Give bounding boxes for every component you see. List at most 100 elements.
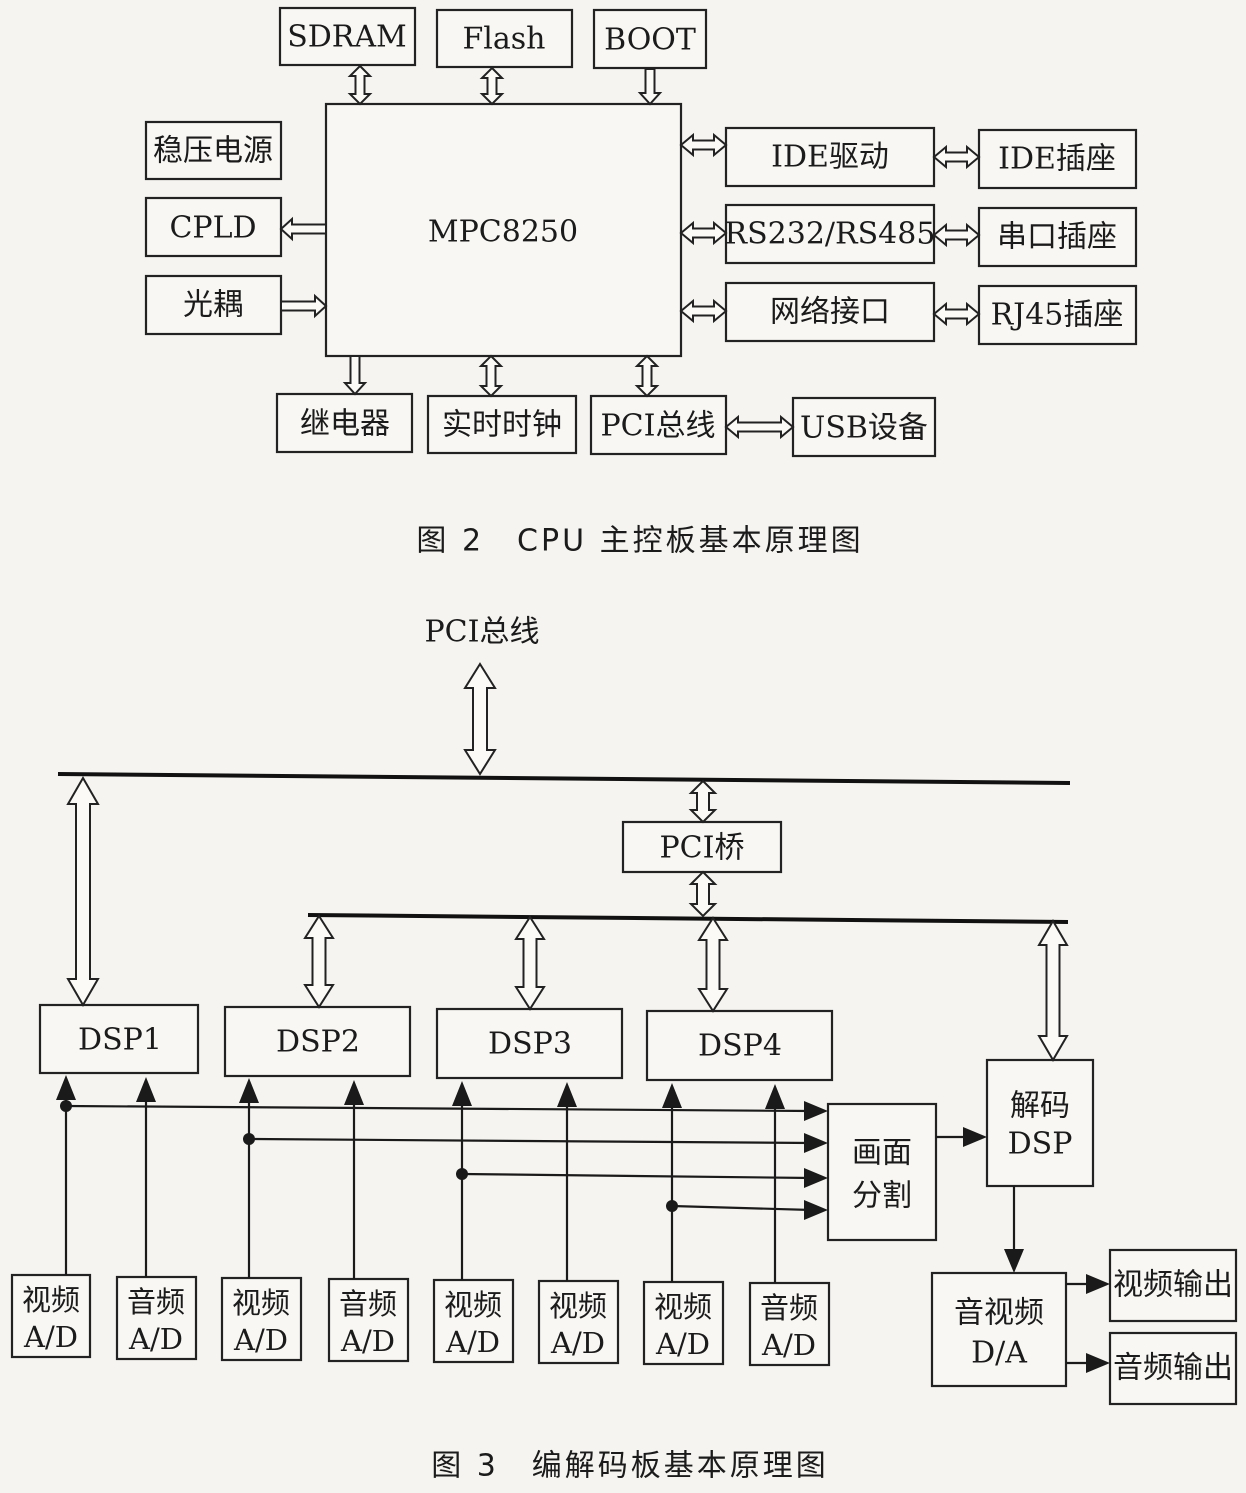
arrow-opto-cpu: [280, 293, 328, 319]
audio-output-box: [1108, 1331, 1238, 1406]
dsp1-box: [38, 1003, 200, 1075]
figure-3-bus-arrows: [66, 662, 1069, 1062]
arrow-bus-dsp2: [303, 914, 335, 1009]
figure-2-caption: 图 2 CPU 主控板基本原理图: [416, 524, 863, 559]
rtc-label: 实时时钟: [442, 408, 562, 443]
dsp4-box: [645, 1009, 834, 1082]
junction-dots: [60, 1100, 678, 1212]
figure-3: PCI总线 PCI桥 DSP1 DSP2 DSP3 DSP4 画面 分割 解码 …: [10, 615, 1238, 1484]
adc-box-5: [432, 1278, 515, 1364]
da-label-2: D/A: [971, 1336, 1027, 1371]
split-label-2: 分割: [852, 1179, 912, 1214]
cpu-label: MPC8250: [428, 215, 578, 250]
dsp3-box: [435, 1007, 624, 1080]
relay-label: 继电器: [300, 407, 390, 442]
arrow-bus-bridge: [688, 779, 718, 824]
pci-bridge-label: PCI桥: [660, 831, 745, 866]
figure-2-arrows: [279, 64, 981, 440]
pci-bus-title: PCI总线: [425, 615, 540, 650]
dsp3-label: DSP3: [488, 1027, 572, 1062]
adc-box-8: [748, 1281, 831, 1367]
split-box: [826, 1102, 938, 1242]
rj45-socket-label: RJ45插座: [991, 298, 1124, 333]
sdram-label: SDRAM: [287, 20, 407, 55]
ide-driver-label: IDE驱动: [771, 140, 889, 175]
cpld-label: CPLD: [169, 211, 256, 246]
figure-3-caption: 图 3 编解码板基本原理图: [431, 1449, 829, 1484]
adc-label-2b: A/D: [128, 1322, 183, 1356]
arrow-heads: [56, 1075, 1110, 1373]
arrow-serial-socket: [932, 222, 981, 248]
arrow-cpu-network: [679, 298, 728, 324]
dsp2-box: [223, 1005, 412, 1078]
cpld-box: [144, 196, 283, 258]
adc-label-7a: 视频: [654, 1290, 712, 1324]
adc-label-3b: A/D: [233, 1323, 288, 1357]
rtc-box: [426, 394, 578, 455]
adc-label-7b: A/D: [655, 1327, 710, 1361]
pci-bus-local: [307, 913, 1069, 924]
boot-label: BOOT: [604, 23, 696, 58]
arrow-ide-socket: [932, 144, 981, 170]
adc-box-3: [220, 1276, 303, 1362]
signal-wires: [64, 1095, 1092, 1365]
adc-box-7: [642, 1280, 725, 1366]
adc-label-1b: A/D: [23, 1320, 78, 1354]
adc-label-5b: A/D: [445, 1325, 500, 1359]
pci-bus-box: [589, 394, 728, 456]
power-box: [144, 120, 283, 181]
arrow-cpu-serial: [679, 220, 728, 246]
adc-box-2: [115, 1275, 198, 1361]
flash-label: Flash: [462, 22, 545, 57]
power-label: 稳压电源: [153, 134, 273, 169]
adc-label-4b: A/D: [340, 1324, 395, 1358]
serial-box: [724, 203, 936, 265]
ide-socket-box: [977, 128, 1138, 190]
dsp1-label: DSP1: [78, 1023, 162, 1058]
serial-socket-box: [977, 206, 1138, 268]
arrow-bus-dsp1: [66, 775, 100, 1008]
decoder-box: [985, 1058, 1095, 1188]
dsp2-label: DSP2: [276, 1025, 360, 1060]
optocoupler-label: 光耦: [183, 288, 243, 323]
da-box: [930, 1271, 1068, 1388]
ide-driver-box: [724, 126, 936, 188]
arrow-boot-cpu: [637, 68, 663, 106]
arrow-cpu-rtc: [478, 354, 504, 398]
boot-box: [592, 8, 708, 70]
adc-label-8a: 音频: [760, 1291, 818, 1325]
arrow-cpu-cpld: [279, 216, 327, 242]
usb-label: USB设备: [800, 411, 928, 446]
adc-label-5a: 视频: [444, 1288, 502, 1322]
split-label-1: 画面: [852, 1136, 912, 1171]
video-output-label: 视频输出: [1113, 1268, 1233, 1303]
relay-box: [275, 392, 414, 454]
ide-socket-label: IDE插座: [998, 142, 1116, 177]
cpu-box: [324, 102, 683, 358]
adc-label-2a: 音频: [127, 1285, 185, 1319]
arrow-flash-cpu: [479, 66, 505, 106]
arrow-cpu-relay: [342, 355, 368, 396]
network-label: 网络接口: [770, 295, 890, 330]
adc-label-4a: 音频: [339, 1287, 397, 1321]
arrow-bridge-localbus: [688, 870, 718, 918]
adc-label-3a: 视频: [232, 1286, 290, 1320]
adc-box-4: [327, 1277, 410, 1363]
arrow-bus-decoder: [1037, 919, 1069, 1062]
adc-box-1: [10, 1273, 92, 1359]
pci-bus-main: [57, 772, 1071, 785]
da-label-1: 音视频: [954, 1296, 1044, 1331]
decoder-label-1: 解码: [1010, 1089, 1070, 1124]
adc-label-6b: A/D: [550, 1326, 605, 1360]
arrow-cpu-ide: [679, 132, 728, 158]
pci-bus-label: PCI总线: [601, 409, 716, 444]
adc-label-6a: 视频: [549, 1289, 607, 1323]
video-output-box: [1108, 1248, 1238, 1323]
serial-label: RS232/RS485: [725, 217, 936, 252]
arrow-bus-dsp4: [697, 916, 729, 1013]
dsp4-label: DSP4: [698, 1029, 782, 1064]
optocoupler-box: [144, 274, 283, 336]
adc-label-1a: 视频: [22, 1283, 80, 1317]
flash-box: [435, 8, 574, 69]
arrow-sdram-cpu: [347, 64, 373, 106]
